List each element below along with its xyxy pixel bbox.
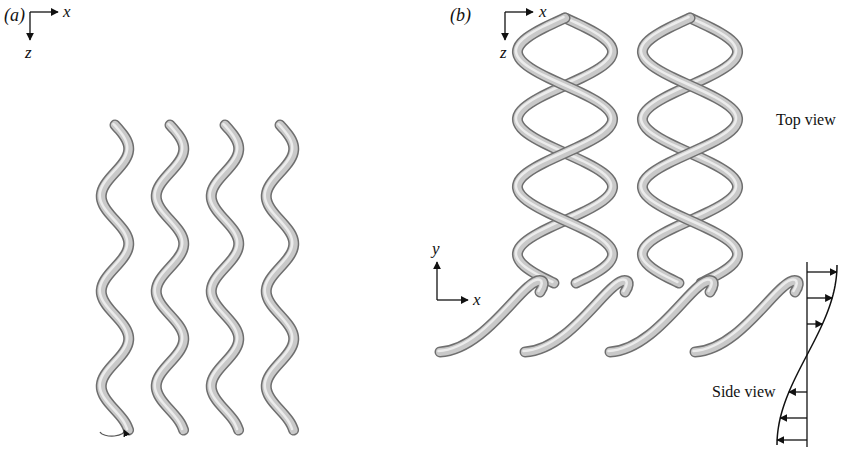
panel-label: (b)	[450, 6, 471, 24]
side-vortex-tube	[524, 280, 629, 352]
axis-label: y	[432, 240, 440, 257]
tube-highlight	[265, 124, 292, 429]
tube-outline	[525, 281, 628, 352]
tube-highlight	[694, 280, 797, 351]
axis-arrow	[29, 12, 30, 40]
tube-body	[440, 281, 543, 352]
velocity-arrow	[777, 439, 807, 440]
axis-arrow	[505, 11, 533, 12]
tube-highlight	[524, 280, 627, 351]
tube-highlight	[100, 124, 127, 429]
tube-outline	[695, 281, 798, 352]
side-vortex-tube	[694, 280, 799, 352]
tube-body	[525, 281, 628, 352]
wavy-vortex-tube	[210, 124, 239, 430]
velocity-arrow	[789, 391, 807, 392]
axis-label: z	[25, 44, 32, 61]
tubes	[100, 17, 798, 430]
wavy-vortex-tube	[155, 124, 184, 430]
tube-outline	[440, 281, 543, 352]
velocity-arrow	[807, 323, 822, 324]
axis-arrow	[436, 262, 437, 300]
helical-vortex-tube	[641, 17, 738, 283]
tube-highlight	[155, 124, 182, 429]
side-vortex-tube	[439, 280, 544, 352]
view-label: Top view	[776, 112, 836, 128]
tube-highlight	[609, 280, 712, 351]
rotation-arrow	[100, 430, 124, 436]
tube-highlight	[641, 17, 736, 282]
axis-label: z	[500, 44, 507, 61]
helical-vortex-tube	[516, 17, 613, 283]
view-label: Side view	[712, 384, 776, 400]
axis-label: x	[539, 3, 547, 20]
velocity-profile	[777, 265, 837, 445]
axis-label: x	[63, 3, 71, 20]
tube-highlight	[210, 124, 237, 429]
wavy-vortex-tube	[265, 124, 294, 430]
velocity-arrow	[780, 417, 807, 418]
tube-body	[610, 281, 713, 352]
axis-arrow	[437, 299, 468, 300]
axis-label: x	[473, 291, 481, 308]
axis-arrow	[504, 12, 505, 40]
velocity-arrow	[807, 297, 832, 298]
tube-highlight	[439, 280, 542, 351]
side-vortex-tube	[609, 280, 714, 352]
wavy-vortex-tube	[100, 124, 129, 430]
velocity-arrow	[807, 271, 837, 272]
tube-highlight	[516, 17, 611, 282]
panel-label: (a)	[4, 6, 25, 24]
tube-outline	[610, 281, 713, 352]
axis-arrow	[30, 11, 58, 12]
tube-body	[695, 281, 798, 352]
helical-vortex-tube	[516, 17, 613, 283]
helical-vortex-tube	[641, 17, 738, 283]
